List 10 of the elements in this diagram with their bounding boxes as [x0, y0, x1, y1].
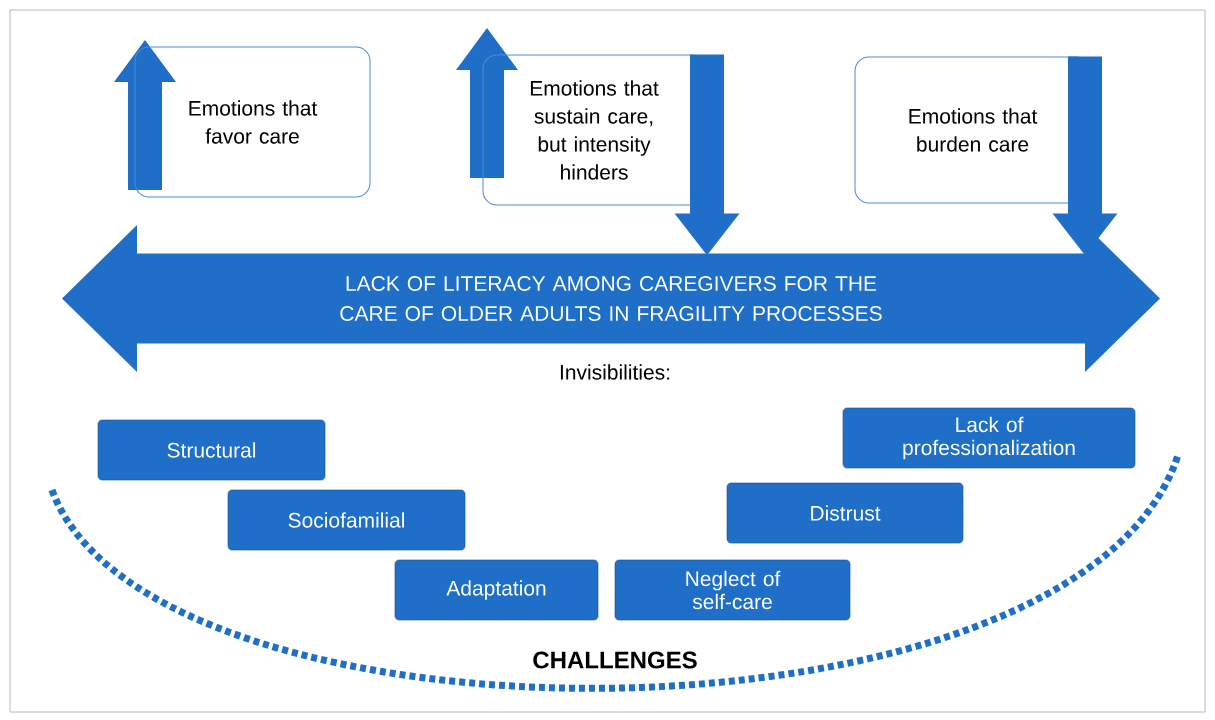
category-box: Distrust: [726, 482, 964, 544]
text-box: Emotions that sustain care, but intensity hinders: [482, 54, 706, 206]
category-box: Structural: [97, 419, 326, 481]
heading: CHALLENGES: [533, 651, 697, 669]
category-box: Neglect of self-care: [614, 559, 851, 621]
text-box: Emotions that burden care: [854, 56, 1091, 204]
category-box: Lack of professionalization: [842, 407, 1136, 469]
text-box: Emotions that favor care: [134, 46, 371, 198]
category-box: Adaptation: [394, 559, 599, 621]
category-box: Sociofamilial: [227, 489, 466, 551]
